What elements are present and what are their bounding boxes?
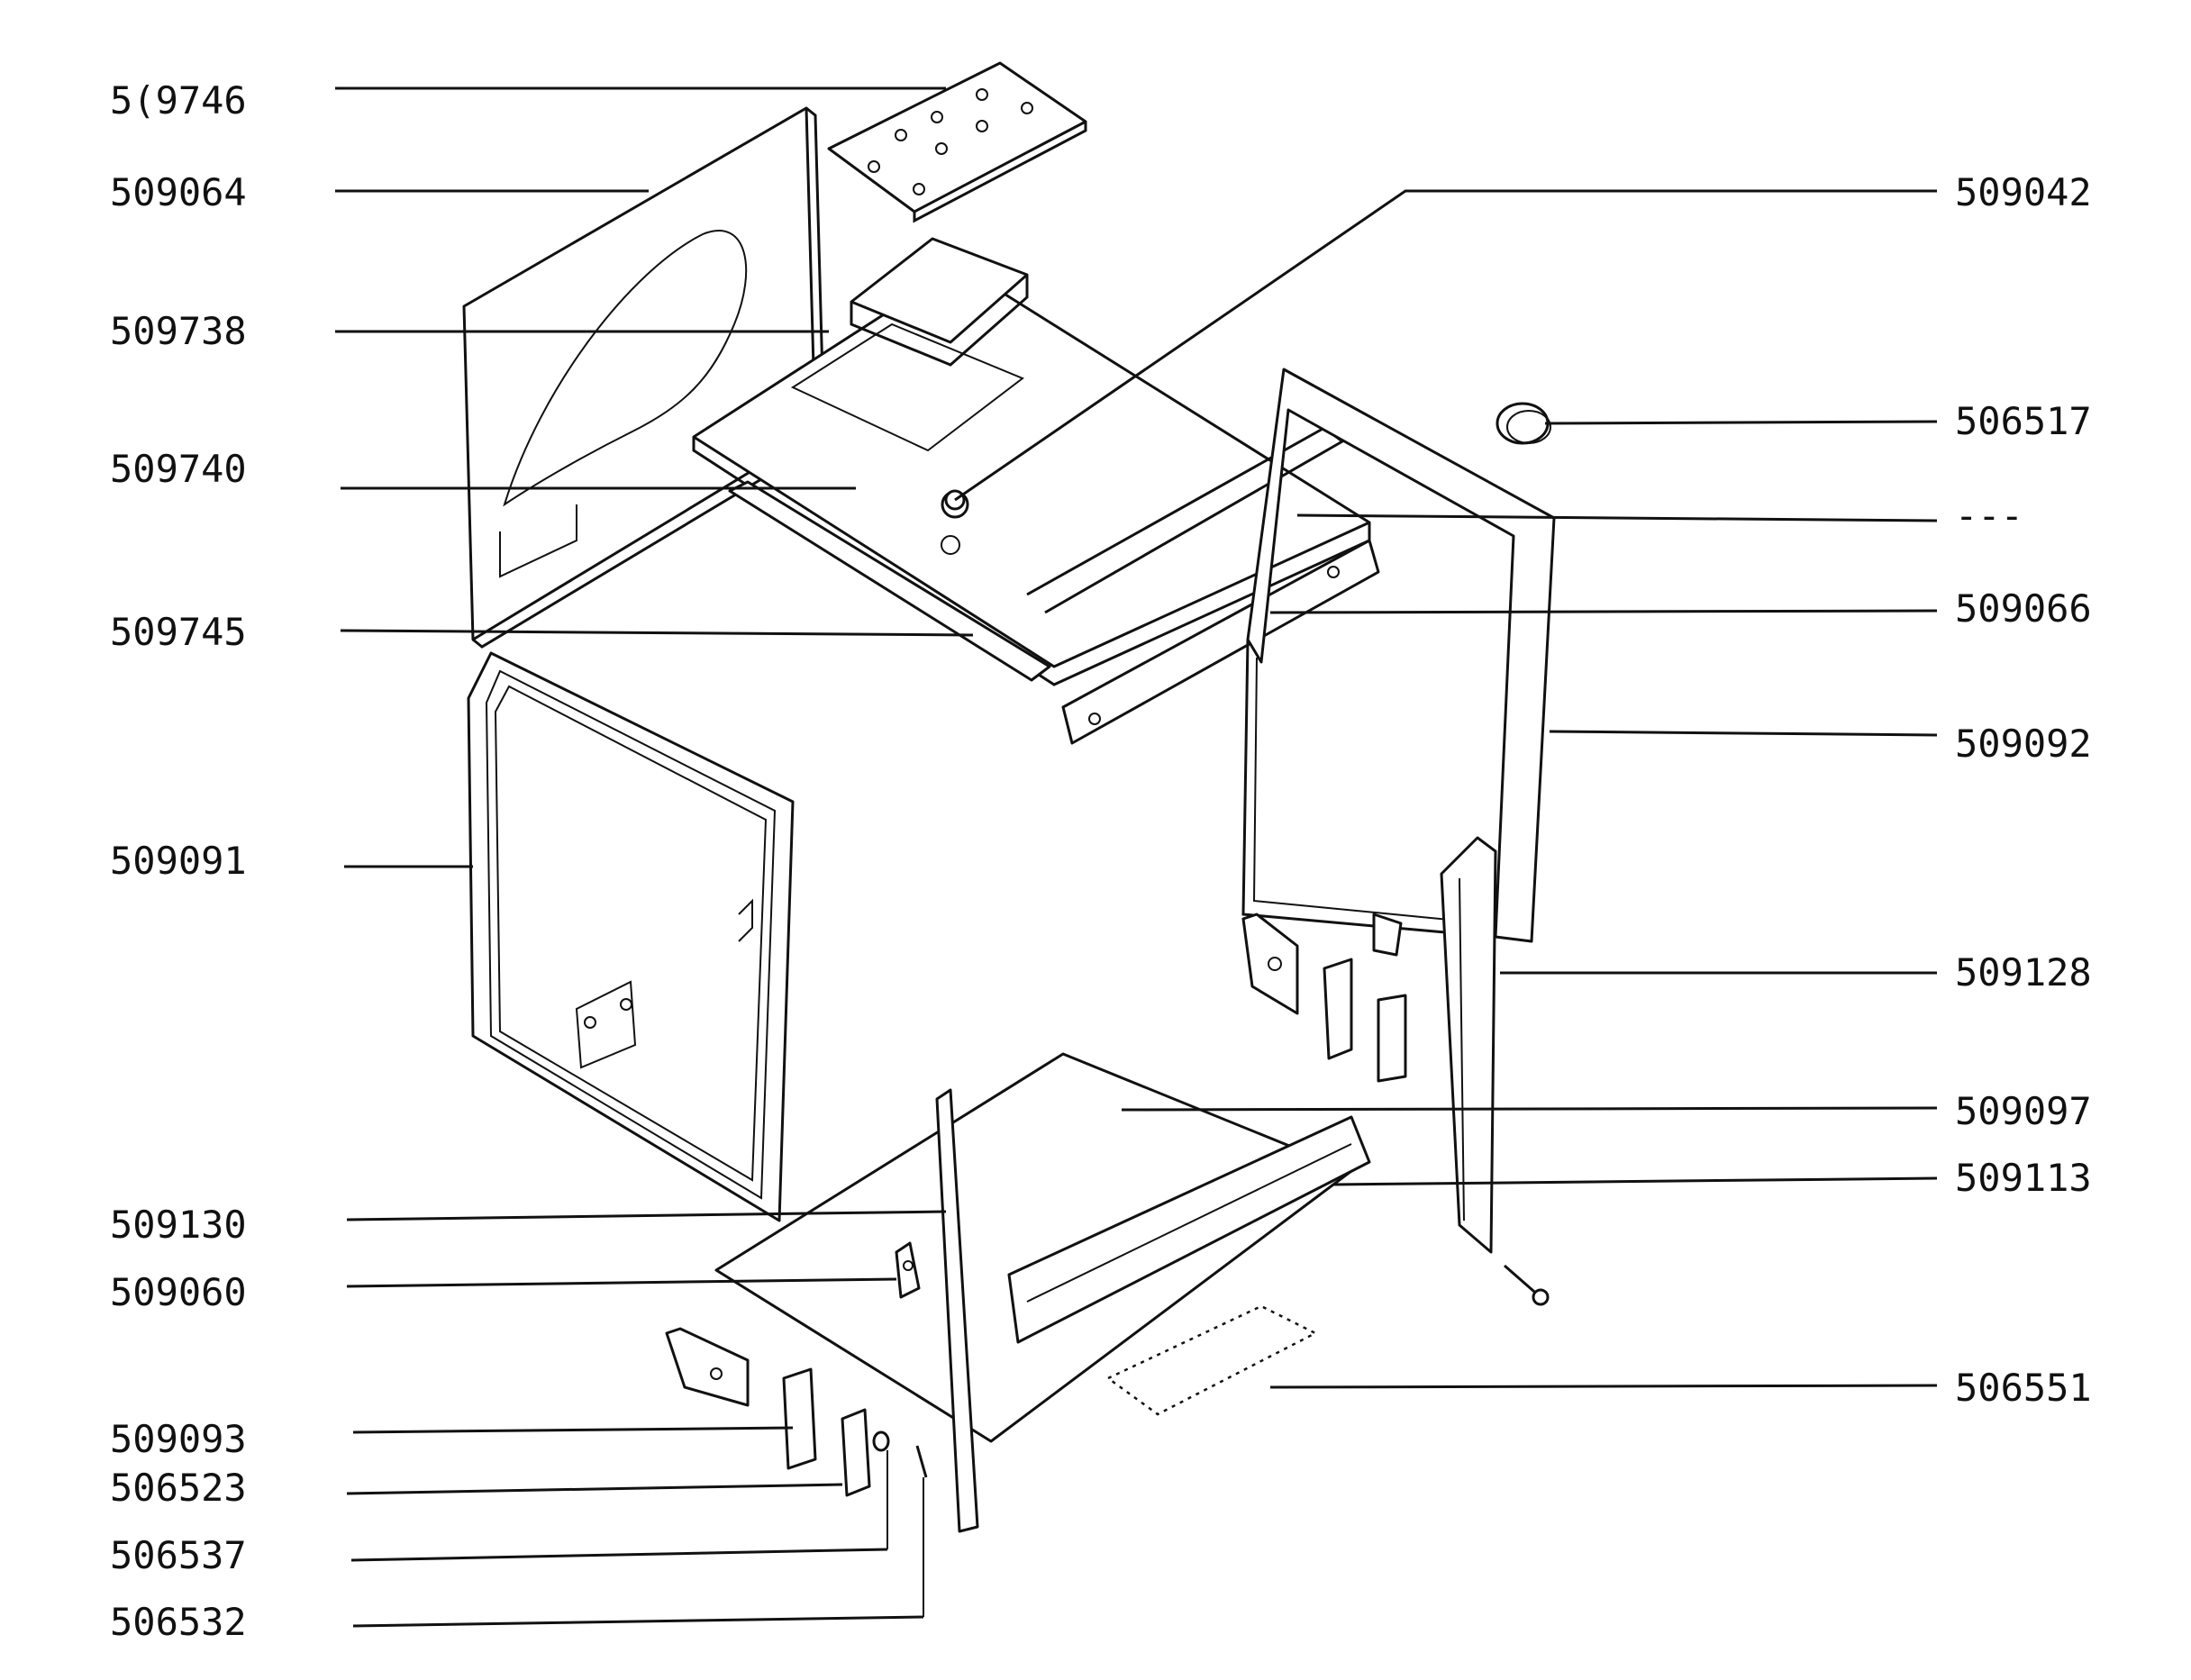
label-509113: 509113 [1955,1156,2092,1200]
label-509746: 5(9746 [110,78,247,123]
label-509060: 509060 [110,1270,247,1314]
label-506551: 506551 [1955,1366,2092,1410]
label-509092: 509092 [1955,722,2092,766]
label-509093: 509093 [110,1417,247,1461]
label-dashes: --- [1955,494,2023,538]
label-509064: 509064 [110,170,247,214]
part-round-cap [1496,402,1551,445]
part-right-side-frame [1241,368,1556,943]
label-506532: 506532 [110,1600,247,1644]
part-base-tray [714,1052,1371,1443]
part-vertical-rail-right [1440,836,1497,1254]
part-top-shelf [692,237,1371,686]
left-callout-labels: 5(9746 509064 509738 509740 509745 50909… [110,78,247,1644]
label-506517: 506517 [1955,399,2092,443]
part-bracket-509060 [895,1241,921,1299]
label-506537: 506537 [110,1533,247,1577]
label-509740: 509740 [110,447,247,491]
label-509097: 509097 [1955,1089,2092,1133]
part-washer-and-screw [872,1430,928,1478]
part-left-door [467,651,795,1222]
label-509738: 509738 [110,309,247,353]
label-506523: 506523 [110,1466,247,1510]
part-screw-right [1504,1264,1550,1306]
part-top-plate [827,61,1087,223]
label-509091: 509091 [110,839,247,883]
part-vertical-rail-left [935,1088,979,1533]
label-509128: 509128 [1955,950,2092,994]
part-hinge-brackets [665,1327,871,1497]
part-bar-509745 [728,480,1051,682]
label-509130: 509130 [110,1203,247,1247]
right-leader-lines [954,189,1938,1389]
label-509745: 509745 [110,610,247,654]
part-rear-panel [462,106,826,649]
label-509066: 509066 [1955,586,2092,631]
part-brackets-right [1241,913,1407,1083]
label-509042: 509042 [1955,170,2092,214]
left-leader-lines [335,86,974,1628]
right-callout-labels: 509042 506517 --- 509066 509092 509128 5… [1955,170,2092,1410]
